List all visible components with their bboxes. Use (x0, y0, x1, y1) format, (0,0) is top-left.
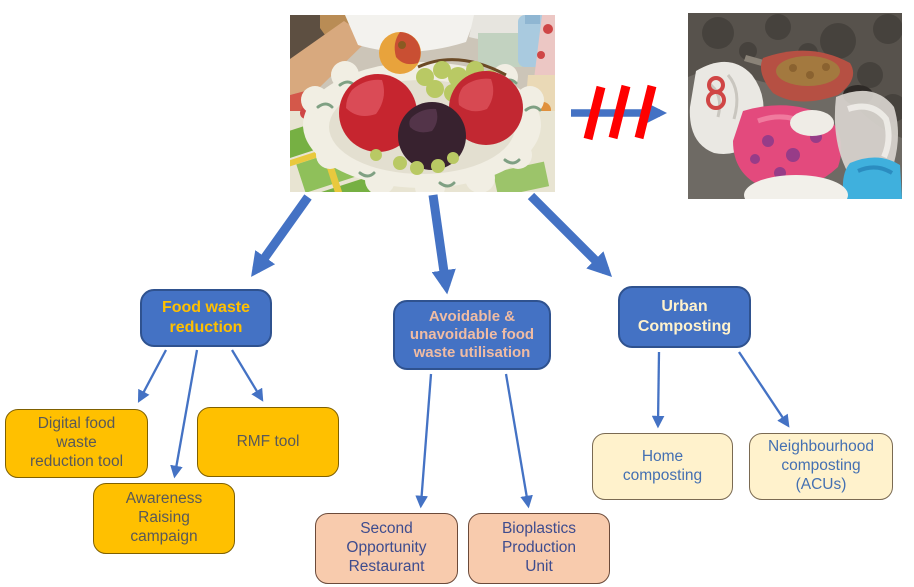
waste-bin-photo (688, 13, 902, 199)
arrow-to-neighbourhood-composting (738, 351, 790, 428)
initiative-box-rmf-tool: RMF tool (197, 407, 339, 477)
initiative-box-second-opportunity-restaurant: Second Opportunity Restaurant (315, 513, 458, 584)
arrow-to-rmf (231, 349, 264, 402)
arrow-to-restaurant (415, 373, 433, 509)
category-label: Food waste reduction (161, 299, 250, 336)
initiative-label: Neighbourhood composting (ACUs) (767, 438, 874, 493)
no-waste-crossed-arrow (571, 84, 668, 141)
red-slashes-icon (583, 84, 657, 141)
initiative-box-awareness-raising-campaign: Awareness Raising campaign (93, 483, 235, 554)
initiative-box-digital-food-waste-reduction-tool: Digital food waste reduction tool (5, 409, 148, 478)
initiative-label: Home composting (622, 447, 703, 484)
category-box-food-waste-reduction: Food waste reduction (140, 289, 272, 347)
thick-arrow-to-composting (527, 192, 613, 278)
category-box-food-waste-utilisation: Avoidable & unavoidable food waste utili… (393, 300, 551, 370)
fruit-bowl-photo (290, 15, 555, 192)
arrow-to-bioplastics (504, 373, 533, 509)
initiative-label: Bioplastics Production Unit (501, 520, 577, 575)
thick-arrow-to-reduction (251, 194, 312, 277)
thick-arrow-to-utilisation (428, 194, 456, 295)
category-label: Urban Composting (637, 298, 732, 335)
arrow-to-home-composting (651, 351, 665, 429)
initiative-label: Awareness Raising campaign (125, 490, 203, 545)
initiative-box-bioplastics-production-unit: Bioplastics Production Unit (468, 513, 610, 584)
initiative-box-neighbourhood-composting: Neighbourhood composting (ACUs) (749, 433, 893, 500)
arrow-to-awareness (170, 349, 199, 479)
initiative-label: RMF tool (236, 432, 300, 450)
arrow-to-digital-tool (137, 349, 168, 403)
category-box-urban-composting: Urban Composting (618, 286, 751, 348)
initiative-label: Digital food waste reduction tool (29, 415, 124, 470)
initiative-box-home-composting: Home composting (592, 433, 733, 500)
category-label: Avoidable & unavoidable food waste utili… (409, 307, 535, 362)
initiative-label: Second Opportunity Restaurant (346, 520, 427, 575)
